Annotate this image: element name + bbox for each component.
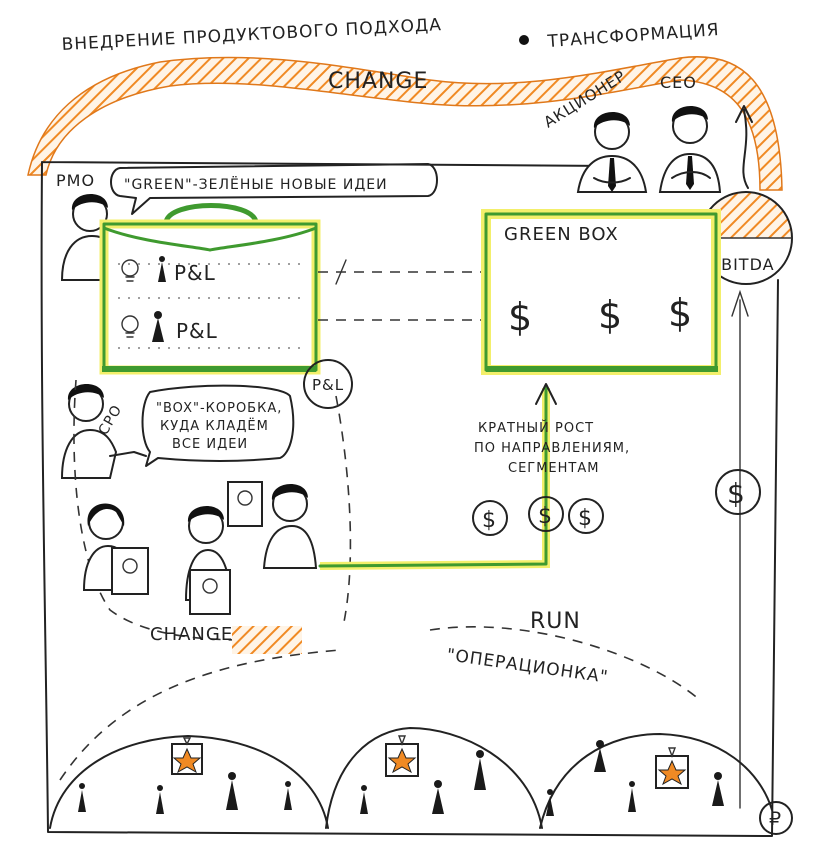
lightbulb-icon bbox=[121, 315, 139, 338]
main-frame bbox=[40, 161, 779, 837]
ebitda-up-arrow bbox=[735, 105, 753, 189]
growth-label-line1: КРАТНЫЙ РОСТ bbox=[478, 420, 594, 436]
pawn-icon-head bbox=[154, 311, 162, 319]
right-flow-line bbox=[731, 289, 749, 809]
star-box-left bbox=[171, 737, 203, 775]
star-box-right bbox=[655, 747, 689, 789]
change-arc-label: CHANGE bbox=[328, 69, 428, 94]
green-box-title: GREEN BOX bbox=[504, 224, 619, 245]
run-dome-center bbox=[325, 727, 543, 829]
team-change-hatch bbox=[232, 626, 302, 654]
growth-label-line3: СЕГМЕНТАМ bbox=[508, 461, 599, 476]
cpo-speech-line3: ВСЕ ИДЕИ bbox=[172, 437, 248, 452]
ceo-figure bbox=[658, 105, 722, 193]
run-label: RUN bbox=[530, 609, 581, 634]
shareholder-figure bbox=[576, 111, 648, 193]
growth-flow-arrowhead bbox=[535, 383, 557, 405]
header-title-left: ВНЕДРЕНИЕ ПРОДУКТОВОГО ПОДХОДА bbox=[61, 15, 442, 55]
growth-flow-line-ink bbox=[318, 386, 548, 568]
growth-coin-3 bbox=[568, 498, 604, 534]
cpo-speech-line1: "BOX"-КОРОБКА, bbox=[156, 401, 282, 416]
pawn-icon bbox=[152, 318, 164, 342]
change-arc bbox=[27, 56, 783, 191]
ruble-coin bbox=[759, 801, 793, 835]
cpo-speech-line2: КУДА КЛАДЁМ bbox=[160, 418, 269, 434]
team-change-label: CHANGE bbox=[150, 624, 233, 645]
green-box-dollar-2: $ bbox=[598, 293, 622, 337]
growth-coin-2 bbox=[528, 496, 564, 532]
right-flow-coin-symbol: $ bbox=[727, 477, 745, 510]
ruble-symbol: ₽ bbox=[769, 808, 781, 830]
briefcase bbox=[99, 203, 321, 375]
growth-coin-2-symbol: $ bbox=[538, 504, 552, 529]
lightbulb-icon bbox=[121, 259, 139, 282]
team-member-right bbox=[227, 481, 318, 569]
cpo-speech-bubble bbox=[141, 384, 295, 467]
briefcase-row1-label: P&L bbox=[174, 261, 216, 285]
growth-label-line2: ПО НАПРАВЛЕНИЯМ, bbox=[474, 441, 630, 456]
growth-flow-line bbox=[319, 388, 550, 570]
ebitda-label: EBITDA bbox=[710, 255, 775, 274]
team-member-woman bbox=[82, 503, 149, 595]
header-bullet bbox=[519, 35, 529, 45]
pnl-side-badge bbox=[303, 359, 353, 409]
run-pawns bbox=[78, 740, 724, 816]
run-boundary-dashed bbox=[59, 626, 701, 781]
team-member-center bbox=[184, 505, 232, 615]
growth-coin-3-symbol: $ bbox=[578, 506, 592, 531]
pawn-icon-head bbox=[159, 256, 165, 262]
run-sublabel: "ОПЕРАЦИОНКА" bbox=[445, 645, 609, 688]
pnl-side-badge-label: P&L bbox=[312, 376, 344, 394]
run-dome-right bbox=[539, 733, 773, 829]
green-box-dollar-1: $ bbox=[508, 295, 532, 339]
growth-coin-1-symbol: $ bbox=[482, 508, 496, 533]
green-box bbox=[481, 209, 721, 375]
growth-coin-1 bbox=[472, 500, 508, 536]
pawn-icon bbox=[158, 262, 166, 282]
header-title-right: ТРАНСФОРМАЦИЯ bbox=[546, 20, 720, 52]
green-box-dollar-3: $ bbox=[668, 291, 692, 335]
briefcase-row2-label: P&L bbox=[176, 319, 218, 343]
cpo-figure bbox=[60, 383, 147, 479]
run-dome-left bbox=[49, 735, 329, 829]
pmo-speech-text: "GREEN"-ЗЕЛЁНЫЕ НОВЫЕ ИДЕИ bbox=[124, 175, 388, 193]
ceo-label: CEO bbox=[660, 73, 697, 92]
change-arc-hatch bbox=[27, 56, 783, 191]
pmo-role-label: PMO bbox=[56, 171, 95, 190]
connector-break-mark bbox=[335, 259, 347, 285]
star-box-center bbox=[385, 735, 419, 777]
right-flow-coin bbox=[715, 469, 761, 515]
change-boundary-dashed bbox=[73, 379, 352, 641]
pmo-speech-bubble bbox=[110, 163, 438, 215]
